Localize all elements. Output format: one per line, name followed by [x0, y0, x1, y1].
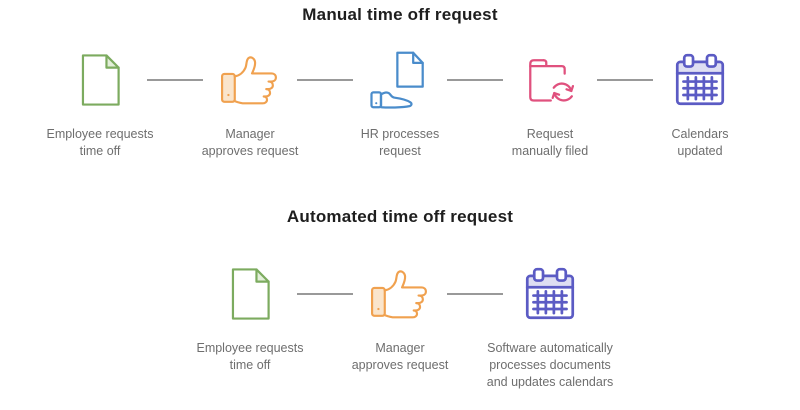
- step-calendars-updated: Calendars updated: [645, 46, 755, 160]
- step-label: Calendars updated: [671, 127, 729, 158]
- document-icon: [195, 260, 305, 328]
- step-request-filed: Request manually filed: [495, 46, 605, 160]
- step-label: Employee requests time off: [196, 341, 304, 372]
- thumbs-up-icon: [195, 46, 305, 114]
- step-label: Manager approves request: [351, 341, 449, 372]
- step-employee-requests: Employee requests time off: [45, 46, 155, 160]
- step-label: Request manually filed: [511, 127, 589, 158]
- step-label: Software automatically processes documen…: [486, 341, 614, 389]
- step-label: HR processes request: [360, 127, 440, 158]
- step-software-processes: Software automatically processes documen…: [487, 260, 613, 391]
- connector-line: [597, 46, 653, 114]
- connector-line: [147, 46, 203, 114]
- step-label: Employee requests time off: [46, 127, 154, 158]
- manual-flow-row: Employee requests time off Manager appro…: [0, 46, 800, 160]
- step-label: Manager approves request: [201, 127, 299, 158]
- folder-sync-icon: [495, 46, 605, 114]
- step-manager-approves: Manager approves request: [345, 260, 455, 374]
- automated-flow-row: Employee requests time off Manager appro…: [0, 260, 800, 391]
- calendar-icon: [645, 46, 755, 114]
- thumbs-up-icon: [345, 260, 455, 328]
- step-hr-processes: HR processes request: [345, 46, 455, 160]
- connector-line: [297, 46, 353, 114]
- calendar-icon: [495, 260, 605, 328]
- document-icon: [45, 46, 155, 114]
- automated-flow-title: Automated time off request: [286, 207, 514, 226]
- connector-line: [297, 260, 353, 328]
- automated-flow-section: Automated time off request Employee requ…: [0, 206, 800, 391]
- document-hand-icon: [345, 46, 455, 114]
- step-employee-requests: Employee requests time off: [195, 260, 305, 374]
- step-manager-approves: Manager approves request: [195, 46, 305, 160]
- connector-line: [447, 260, 503, 328]
- connector-line: [447, 46, 503, 114]
- manual-flow-section: Manual time off request Employee request…: [0, 4, 800, 160]
- manual-flow-title: Manual time off request: [302, 5, 498, 24]
